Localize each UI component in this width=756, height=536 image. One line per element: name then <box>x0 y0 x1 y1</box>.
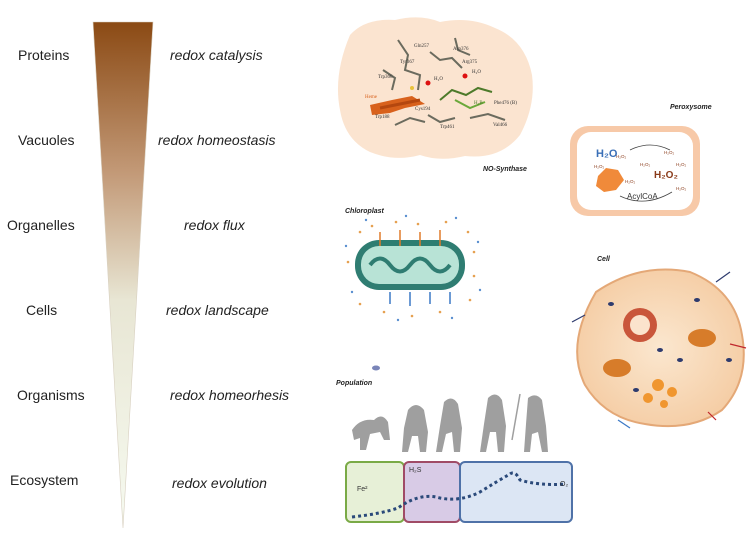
process-redox-homeorhesis: redox homeorhesis <box>170 387 290 403</box>
nos-label-tyr: Tyr367 <box>400 60 415 65</box>
peroxysome-small-3: H₂O₂ <box>640 162 650 167</box>
nos-label-trp-c: Trp461 <box>440 125 455 130</box>
nos-label-arg: Arg375 <box>462 60 478 65</box>
nos-label-h2o-b: H₂O <box>472 70 481 75</box>
process-redox-catalysis: redox catalysis <box>170 47 263 63</box>
population-illustration <box>352 365 548 452</box>
level-cells: Cells <box>26 302 58 318</box>
ecosystem-label-o2: O₂ <box>560 481 568 488</box>
peroxysome-acylcoa: AcylCoA <box>627 192 658 201</box>
level-organisms: Organisms <box>17 387 85 403</box>
process-redox-flux: redox flux <box>184 217 245 233</box>
peroxysome-illustration <box>570 126 700 216</box>
peroxysome-small-1: H₂O₂ <box>594 164 604 169</box>
process-redox-landscape: redox landscape <box>166 302 269 318</box>
caption-peroxysome: Peroxysome <box>670 104 712 111</box>
peroxysome-h2o: H₂O <box>596 148 618 160</box>
nos-label-asp: Asp376 <box>453 47 469 52</box>
level-proteins: Proteins <box>18 47 70 63</box>
peroxysome-small-5: H₂O₂ <box>676 162 686 167</box>
nos-label-h2o-a: H₂O <box>434 77 443 82</box>
level-organelles: Organelles <box>7 217 75 233</box>
nos-label-cys: Cys194 <box>415 107 431 112</box>
nos-label-trp-b: Trp188 <box>375 115 390 120</box>
peroxysome-small-4: H₂O₂ <box>664 150 674 155</box>
peroxysome-small-6: H₂O₂ <box>676 186 686 191</box>
peroxysome-small-2: H₂O₂ <box>616 154 626 159</box>
nos-label-trp-a: Trp366 <box>378 75 393 80</box>
caption-nos: NO-Synthase <box>483 166 527 173</box>
nos-label-phe: Phe476 (B) <box>494 101 517 106</box>
nos-label-gln: Gln257 <box>414 44 430 49</box>
hierarchy-wedge <box>92 21 154 529</box>
cell-illustration <box>571 268 747 429</box>
caption-population: Population <box>336 380 373 387</box>
ecosystem-label-h2s: H₂S <box>409 467 422 474</box>
ecosystem-illustration <box>345 461 573 523</box>
peroxysome-small-7: H₂O₂ <box>625 179 635 184</box>
nos-protein-illustration <box>337 17 533 159</box>
process-redox-homeostasis: redox homeostasis <box>158 132 276 148</box>
peroxysome-h2o2: H₂O₂ <box>654 170 678 181</box>
ecosystem-label-fe: Fe² <box>357 486 368 493</box>
nos-label-h4b: H₄B <box>474 101 483 106</box>
chloroplast-illustration <box>344 214 482 322</box>
nos-label-val: Val466 <box>493 123 508 128</box>
process-redox-evolution: redox evolution <box>172 475 267 491</box>
nos-label-heme: Heme <box>365 95 378 100</box>
caption-chloroplast: Chloroplast <box>345 208 384 215</box>
level-vacuoles: Vacuoles <box>18 132 75 148</box>
level-ecosystem: Ecosystem <box>10 472 79 488</box>
caption-cell: Cell <box>597 256 610 263</box>
